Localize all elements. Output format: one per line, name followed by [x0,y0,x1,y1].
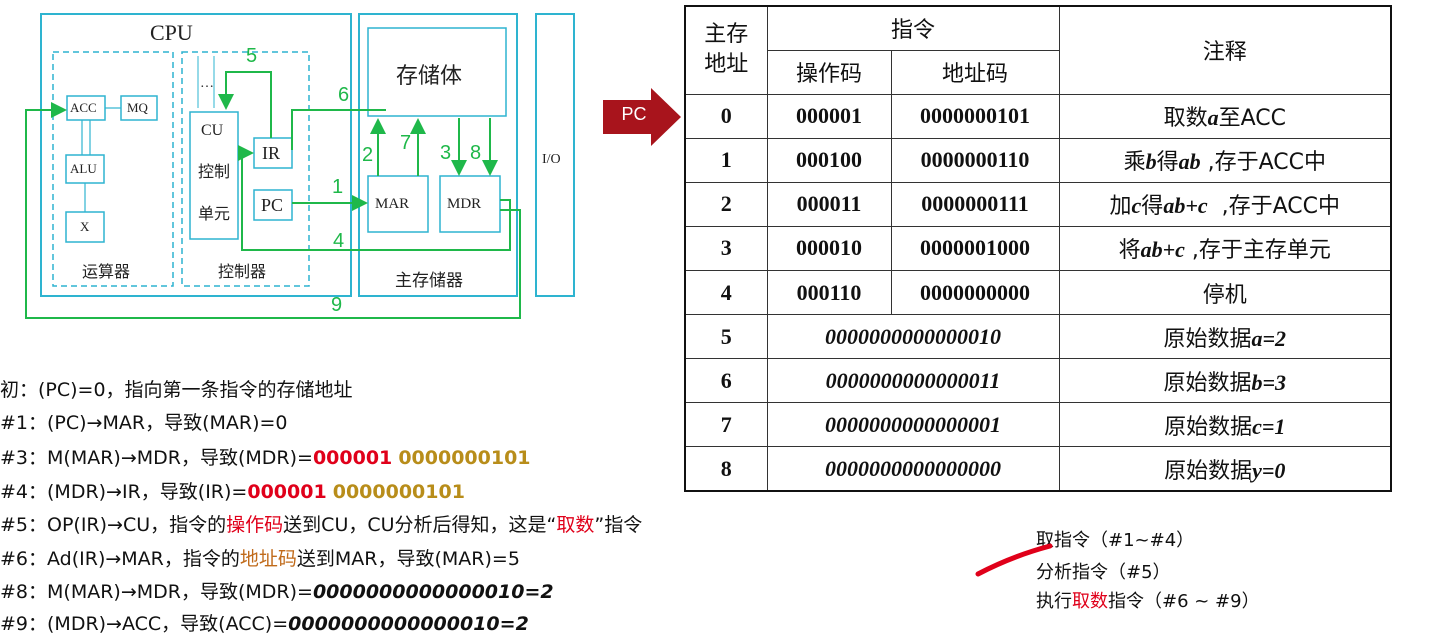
header-comment: 注释 [1058,5,1392,95]
alu-section-label: 运算器 [82,262,131,281]
cpu-architecture-diagram: CPU ACC MQ ALU X 运算器 … CU 控制 单元 IR PC 控制… [0,0,600,340]
pc-pointer-label: PC [621,104,647,124]
acc-label: ACC [70,100,97,115]
legend-fetch: 取指令（#1~#4） [1036,530,1195,551]
step-num-2: 2 [362,144,374,166]
pc-box-label: PC [261,195,284,215]
dots-label: … [200,76,214,91]
table-row: 3 000010 0000001000 将ab+c ,存于主存单元 [684,225,1392,271]
instruction-table: 主存地址 指令 注释 操作码 地址码 0 000001 0000000101 取… [684,5,1393,492]
table-row: 2 000011 0000000111 加c得ab+c ,存于ACC中 [684,181,1392,227]
step-4: #4：(MDR)→IR，导致(IR)=000001 0000000101 [0,481,465,503]
step-6: #6：Ad(IR)→MAR，指令的地址码送到MAR，导致(MAR)=5 [0,548,520,570]
step-num-6: 6 [338,84,350,106]
table-row: 8 0000000000000000 原始数据y=0 [684,446,1392,492]
table-row: 6 0000000000000011 原始数据b=3 [684,358,1392,404]
table-row: 0 000001 0000000101 取数a至ACC [684,93,1392,139]
header-address: 主存地址 [684,5,768,95]
mdr-label: MDR [447,196,482,212]
step-num-4: 4 [333,230,345,252]
mar-label: MAR [375,196,410,212]
alu-label: ALU [70,161,97,176]
step-num-5: 5 [246,45,258,67]
table-row: 7 0000000000000001 原始数据c=1 [684,402,1392,448]
header-instruction: 指令 [766,5,1060,51]
table-row: 1 000100 0000000110 乘b得ab ,存于ACC中 [684,137,1392,183]
storage-label: 存储体 [396,64,463,89]
step-initial: 初：(PC)=0，指向第一条指令的存储地址 [0,379,353,401]
main-memory-label: 主存储器 [395,271,463,291]
mq-label: MQ [127,100,148,115]
legend-analyze: 分析指令（#5） [1036,562,1171,583]
red-pen-mark [975,543,1053,577]
legend-execute: 执行取数指令（#6 ~ #9） [1036,591,1260,612]
step-num-3: 3 [440,142,452,164]
step-3: #3：M(MAR)→MDR，导致(MDR)=000001 0000000101 [0,447,531,469]
header-addrcode: 地址码 [890,49,1060,95]
step-num-9: 9 [331,294,343,316]
cpu-label: CPU [150,20,193,45]
ir-label: IR [262,143,280,163]
ctrl-section-label: 控制器 [218,262,267,281]
header-opcode: 操作码 [766,49,892,95]
io-label: I/O [542,152,561,167]
step-8: #8：M(MAR)→MDR，导致(MDR)=0000000000000010=2 [0,581,554,603]
table-row: 4 000110 0000000000 停机 [684,269,1392,316]
step-num-1: 1 [332,176,344,198]
table-row: 5 0000000000000010 原始数据a=2 [684,314,1392,360]
pc-pointer-arrow [603,88,681,146]
step-num-8: 8 [470,142,482,164]
cu-line2: 控制 [198,162,231,181]
step-1: #1：(PC)→MAR，导致(MAR)=0 [0,412,288,434]
step-5: #5：OP(IR)→CU，指令的操作码送到CU，CU分析后得知，这是“取数”指令 [0,514,643,536]
cu-label: CU [201,122,224,139]
diagram-lines [25,13,575,319]
x-label: X [80,219,90,234]
step-9: #9：(MDR)→ACC，导致(ACC)=0000000000000010=2 [0,613,529,635]
cu-line3: 单元 [198,204,231,223]
step-num-7: 7 [400,132,412,154]
